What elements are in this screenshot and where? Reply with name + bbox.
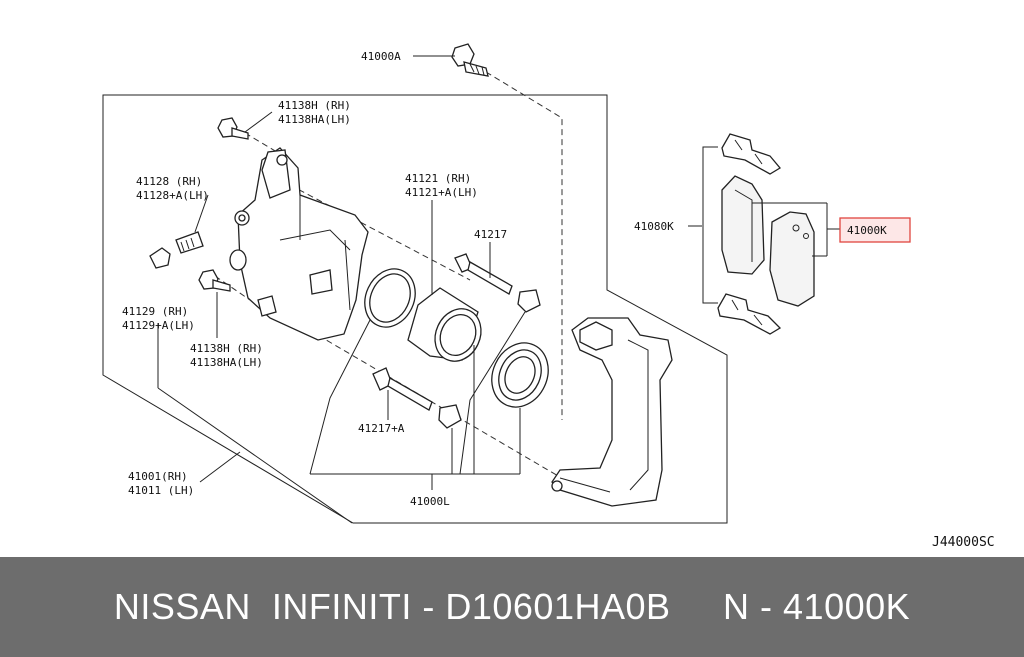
bolt-41138h-bottom (198, 269, 231, 292)
cap-41129 (149, 247, 171, 269)
footer-title: NISSAN INFINITI - D10601HA0B N - 41000K (113, 586, 911, 627)
callout-41129: 41129 (RH) (122, 305, 188, 318)
callout-41129a: 41129+A(LH) (122, 319, 195, 332)
pad-clips-top (721, 133, 781, 175)
guide-pin-41217 (454, 253, 541, 313)
caliper-bracket (551, 317, 673, 507)
pad-clips-bottom (717, 293, 782, 335)
callout-41217: 41217 (474, 228, 507, 241)
part-number-footer: NISSAN INFINITI - D10601HA0B N - 41000K (0, 557, 1024, 657)
highlight-box-41000k (839, 217, 911, 243)
callout-41217a: 41217+A (358, 422, 405, 435)
piston-seal (364, 268, 416, 328)
callout-41138ha-top: 41138HA(LH) (278, 113, 351, 126)
callout-41000a: 41000A (361, 50, 401, 63)
piston-boot (491, 342, 549, 408)
callout-41138ha-bottom: 41138HA(LH) (190, 356, 263, 369)
callout-41000l: 41000L (410, 495, 450, 508)
brake-pad-inner (721, 175, 765, 275)
callout-41011: 41011 (LH) (128, 484, 194, 497)
brake-pad-outer (769, 211, 815, 307)
callout-41121: 41121 (RH) (405, 172, 471, 185)
assembly-frame (102, 94, 728, 524)
callout-41138h-top: 41138H (RH) (278, 99, 351, 112)
callout-41128a: 41128+A(LH) (136, 189, 209, 202)
callout-41001: 41001(RH) (128, 470, 188, 483)
guide-pin-41217a (372, 367, 462, 429)
piston (407, 287, 482, 362)
diagram-code: J44000SC (932, 535, 995, 550)
callout-41000k: 41000K (847, 224, 887, 237)
parts-diagram: 41000A 41138H (RH) 41138HA(LH) 41128 (RH… (102, 43, 995, 550)
bleeder-41128 (175, 231, 204, 254)
bolt-41138h-top (217, 117, 249, 140)
callout-41121a: 41121+A(LH) (405, 186, 478, 199)
caliper-body (229, 147, 369, 341)
callout-41138h-bottom: 41138H (RH) (190, 342, 263, 355)
callout-41080k: 41080K (634, 220, 674, 233)
leader-lines (157, 55, 840, 524)
bolt-41000a (451, 43, 489, 77)
callout-41128: 41128 (RH) (136, 175, 202, 188)
